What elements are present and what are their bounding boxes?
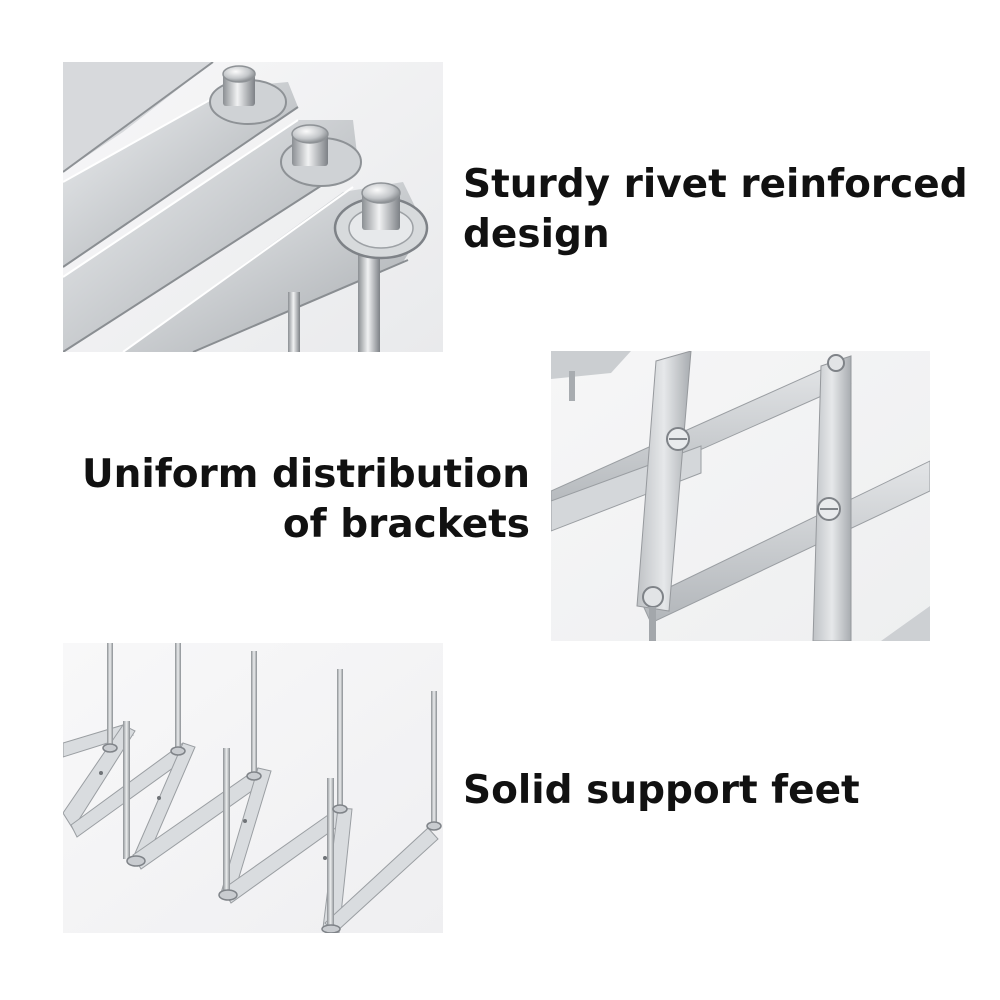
bracket-lattice-photo	[551, 351, 930, 641]
support-feet-photo	[63, 643, 443, 933]
caption-line: of brackets	[282, 502, 530, 547]
caption-line: Sturdy rivet reinforced	[463, 162, 968, 207]
support-feet-illustration	[63, 643, 443, 933]
bracket-lattice-illustration	[551, 351, 930, 641]
feature-caption-feet: Solid support feet	[463, 766, 860, 816]
caption-line: Uniform distribution	[81, 452, 530, 497]
rivet-closeup-photo	[63, 62, 443, 352]
feature-caption-brackets: Uniform distribution of brackets	[60, 450, 530, 550]
rivet-closeup-illustration	[63, 62, 443, 352]
caption-line: design	[463, 212, 610, 257]
caption-line: Solid support feet	[463, 768, 860, 813]
feature-caption-rivet: Sturdy rivet reinforced design	[463, 160, 968, 260]
